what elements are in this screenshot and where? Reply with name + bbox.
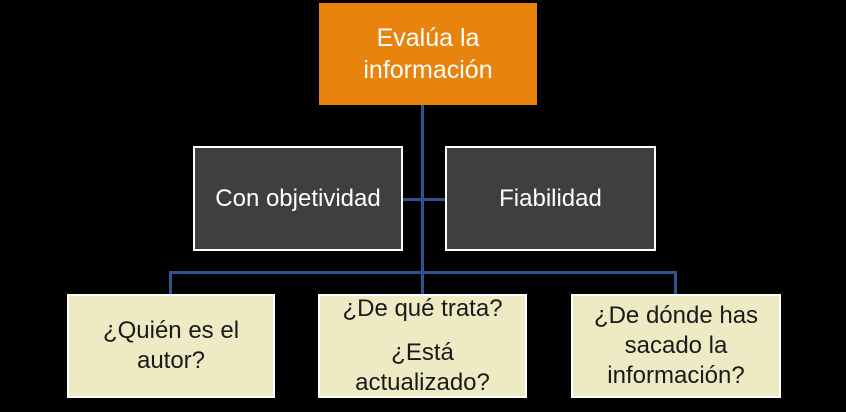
leaf-node-paragraph: ¿Está actualizado?: [355, 339, 490, 396]
connector-stub-left-leaf: [169, 271, 172, 295]
connector-stub-right-leaf: [674, 271, 677, 294]
leaf-node-paragraph: ¿De dónde has sacado la información?: [593, 302, 759, 389]
root-node-label: Evalúa la información: [363, 23, 493, 85]
leaf-node-paragraph: ¿Quién es el autor?: [102, 317, 240, 374]
node-de-que-trata-esta-actualizado: ¿De qué trata? ¿Está actualizado?: [318, 294, 527, 398]
branch-node-label: Fiabilidad: [499, 184, 602, 212]
connector-stub-middle-leaf: [421, 271, 424, 294]
node-de-donde-has-sacado-la-informacion: ¿De dónde has sacado la información?: [571, 294, 781, 398]
connector-branch-link: [403, 198, 445, 201]
node-evalua-la-informacion: Evalúa la información: [319, 3, 537, 105]
node-fiabilidad: Fiabilidad: [445, 146, 656, 251]
leaf-node-paragraph: ¿De qué trata?: [342, 295, 503, 322]
connector-root-vertical: [421, 105, 424, 272]
branch-node-label: Con objetividad: [215, 184, 381, 212]
node-con-objetividad: Con objetividad: [193, 146, 403, 251]
node-quien-es-el-autor: ¿Quién es el autor?: [67, 294, 275, 398]
